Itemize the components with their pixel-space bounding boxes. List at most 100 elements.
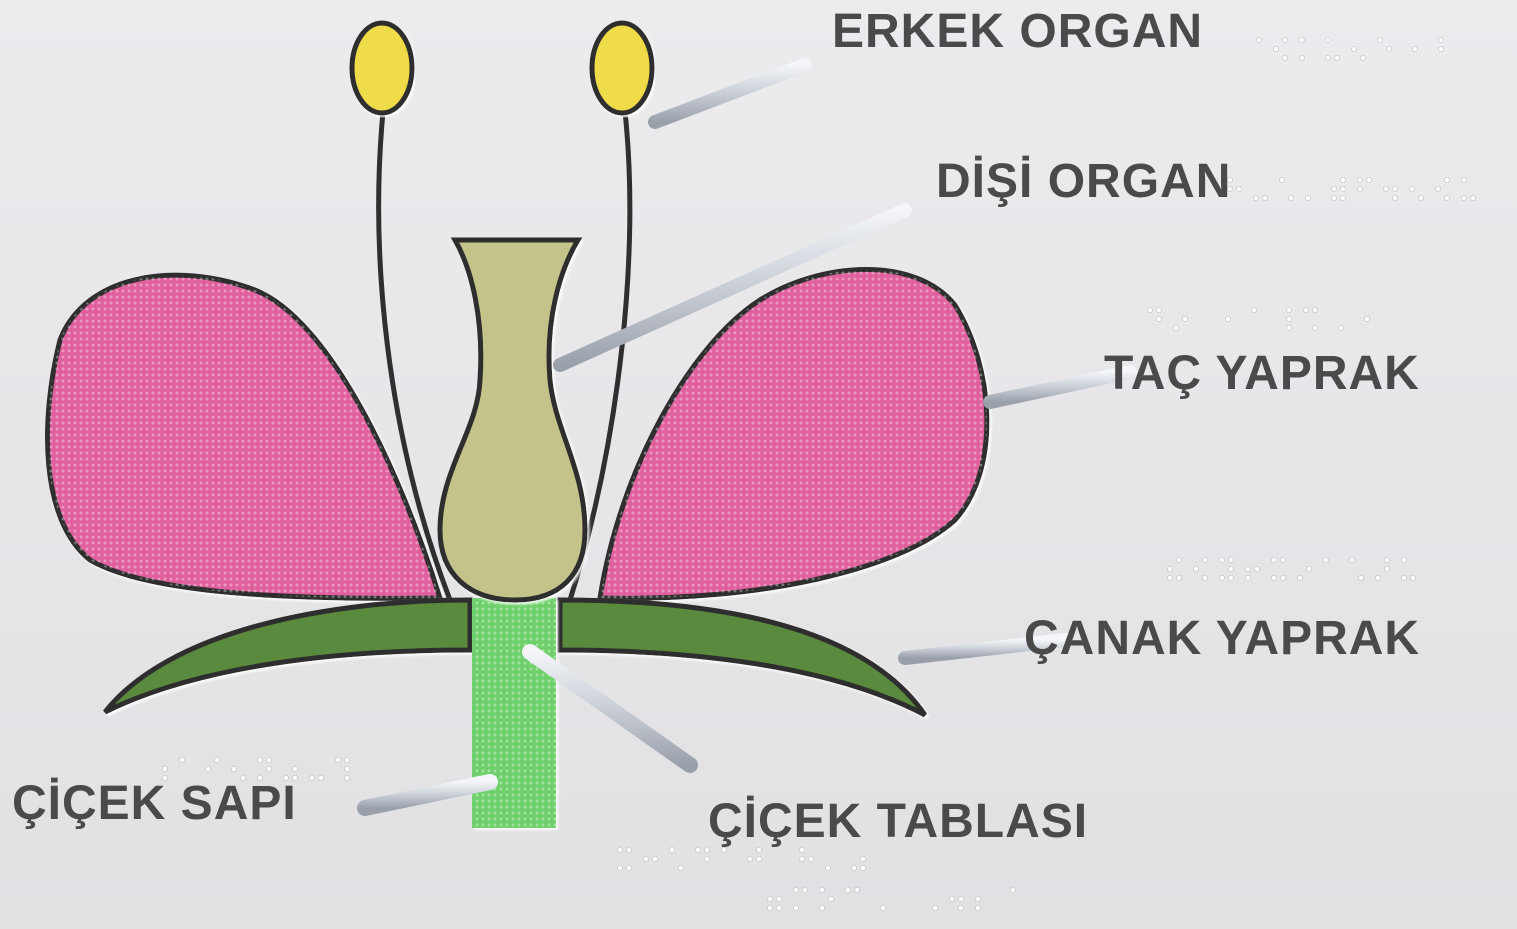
braille-dot <box>231 766 236 771</box>
braille-dot <box>1167 566 1172 571</box>
braille-dot <box>1364 316 1369 321</box>
braille-dot <box>1386 46 1391 51</box>
braille-dot <box>860 865 865 870</box>
braille-dot <box>1254 566 1259 571</box>
braille-dot <box>1156 307 1161 312</box>
braille-dot <box>1435 186 1440 191</box>
braille-dot <box>1410 575 1415 580</box>
label-disi-organ: DİŞİ ORGAN <box>936 158 1231 206</box>
braille-dot <box>1273 46 1278 51</box>
braille-dot <box>1202 575 1207 580</box>
braille-dot <box>1251 307 1256 312</box>
braille-dot <box>776 896 781 901</box>
braille-dot <box>860 856 865 861</box>
label-cicek-tablasi: ÇİÇEK TABLASI <box>708 798 1088 846</box>
braille-dot <box>292 766 297 771</box>
braille-dot <box>1282 55 1287 60</box>
braille-dot <box>1303 307 1308 312</box>
braille-dot <box>335 757 340 762</box>
braille-dot <box>1357 186 1362 191</box>
braille-dot <box>678 865 683 870</box>
braille-dot <box>958 905 963 910</box>
braille-dot <box>1461 195 1466 200</box>
braille-dot <box>1286 307 1291 312</box>
braille-dot <box>793 905 798 910</box>
braille-dot <box>1340 177 1345 182</box>
braille-dot <box>1176 557 1181 562</box>
braille-dot <box>1288 195 1293 200</box>
braille-dot <box>1444 177 1449 182</box>
braille-dot <box>1384 557 1389 562</box>
braille-dot <box>851 865 856 870</box>
braille-dot <box>1323 557 1328 562</box>
braille-dot <box>1340 195 1345 200</box>
braille-dot <box>747 856 752 861</box>
braille-dot <box>958 896 963 901</box>
braille-dot <box>1351 46 1356 51</box>
braille-dot <box>1357 177 1362 182</box>
braille-dot <box>309 775 314 780</box>
braille-dot <box>257 757 262 762</box>
braille-dot <box>1271 557 1276 562</box>
braille-dot <box>808 856 813 861</box>
braille-dot <box>205 766 210 771</box>
braille-dot <box>828 896 833 901</box>
braille-dot <box>1409 186 1414 191</box>
pointer-sap <box>365 782 490 808</box>
braille-dot <box>1334 55 1339 60</box>
braille-dot <box>845 887 850 892</box>
braille-dot <box>1305 195 1310 200</box>
braille-dot <box>1306 566 1311 571</box>
braille-dot <box>1228 575 1233 580</box>
braille-dot <box>1401 575 1406 580</box>
braille-dot <box>344 757 349 762</box>
braille-dot <box>162 766 167 771</box>
braille-dot <box>819 905 824 910</box>
braille-dot <box>617 865 622 870</box>
braille-dot <box>767 905 772 910</box>
braille-dot <box>1176 575 1181 580</box>
pointer-erkek <box>655 65 805 122</box>
braille-dot <box>1245 566 1250 571</box>
braille-dot <box>1228 566 1233 571</box>
braille-dot <box>617 847 622 852</box>
braille-dot <box>756 856 761 861</box>
braille-dot <box>318 775 323 780</box>
braille-dot <box>799 856 804 861</box>
braille-dot <box>825 865 830 870</box>
braille-dot <box>1156 316 1161 321</box>
braille-dot <box>1312 307 1317 312</box>
braille-dot <box>1412 46 1417 51</box>
braille-dot <box>1202 557 1207 562</box>
braille-dot <box>880 905 885 910</box>
braille-dot <box>932 905 937 910</box>
braille-dot <box>1331 195 1336 200</box>
braille-dot <box>1366 177 1371 182</box>
label-tac-yaprak: TAÇ YAPRAK <box>1104 350 1420 398</box>
braille-dot <box>1340 186 1345 191</box>
braille-dot <box>695 847 700 852</box>
braille-dot <box>1384 566 1389 571</box>
braille-dot <box>179 757 184 762</box>
stem <box>472 598 556 828</box>
braille-dot <box>1286 325 1291 330</box>
label-canak-yaprak: ÇANAK YAPRAK <box>1024 615 1420 663</box>
label-erkek-organ: ERKEK ORGAN <box>832 8 1203 56</box>
braille-dot <box>1010 887 1015 892</box>
braille-dot <box>1219 557 1224 562</box>
braille-dot <box>1286 316 1291 321</box>
braille-dot <box>1325 55 1330 60</box>
braille-dot <box>756 847 761 852</box>
braille-dot <box>1256 37 1261 42</box>
braille-dot <box>721 847 726 852</box>
braille-dot <box>1236 186 1241 191</box>
braille-dot <box>1299 55 1304 60</box>
braille-dot <box>1245 575 1250 580</box>
braille-dot <box>652 856 657 861</box>
braille-dot <box>793 887 798 892</box>
braille-dot <box>767 896 772 901</box>
braille-dot <box>1461 177 1466 182</box>
label-cicek-sapi: ÇİÇEK SAPI <box>12 780 297 828</box>
braille-dot <box>1392 195 1397 200</box>
